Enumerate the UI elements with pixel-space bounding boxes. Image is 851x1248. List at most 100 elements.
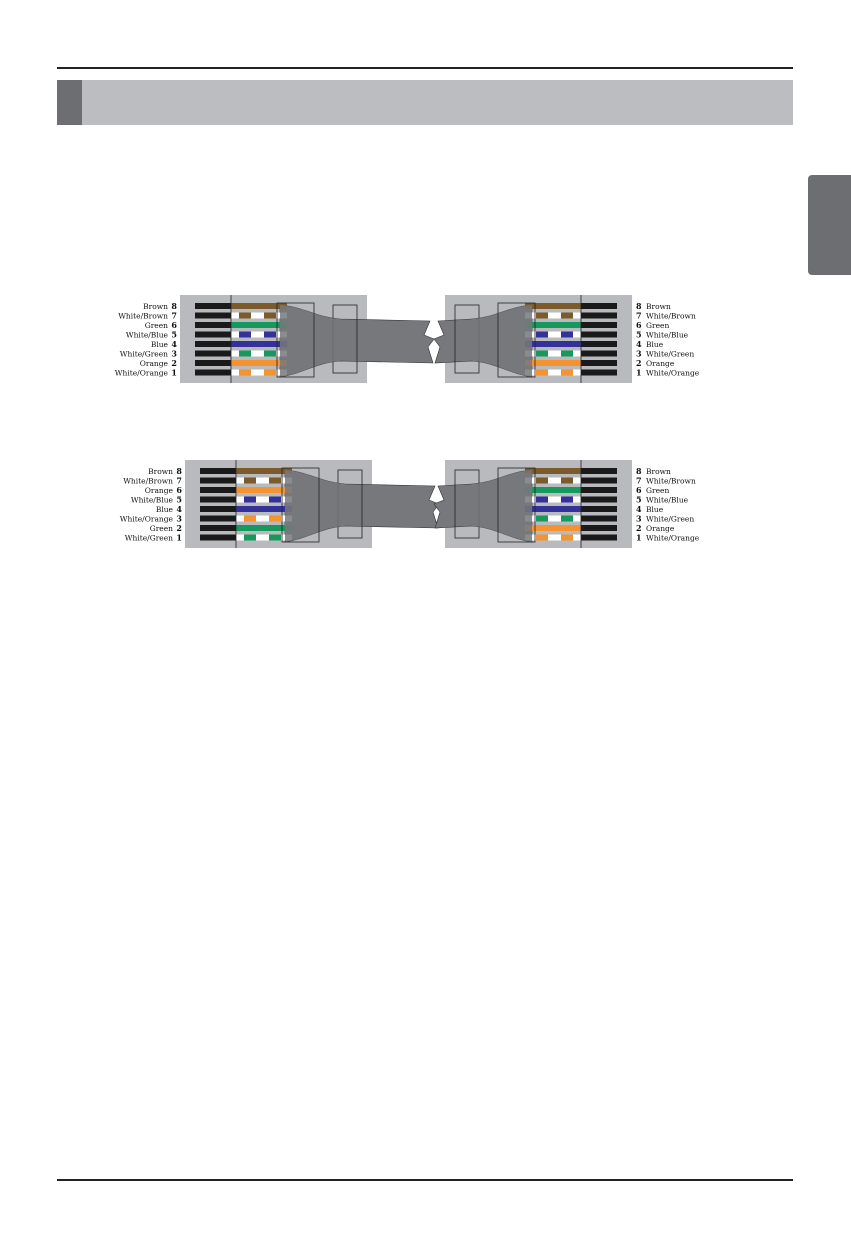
wire-label: Green — [150, 524, 173, 533]
pin-contact — [581, 534, 617, 541]
wire-label: White/Orange — [646, 534, 700, 543]
wire-stripe-brown — [561, 477, 573, 484]
wire-white — [525, 331, 581, 338]
pin-number: 5 — [176, 495, 182, 505]
wire-stripe-brown — [244, 477, 256, 484]
pin-contact — [581, 312, 617, 319]
pin-number: 2 — [171, 358, 177, 368]
wire-white — [525, 515, 581, 522]
pin-contact — [581, 468, 617, 474]
pin-contact — [581, 360, 617, 366]
pin-contact — [581, 341, 617, 347]
boot-outline — [497, 467, 536, 543]
pin-number: 7 — [176, 476, 182, 486]
right-connector — [433, 460, 632, 548]
wire-label: White/Brown — [123, 477, 173, 486]
pin-number: 1 — [171, 368, 177, 378]
left-connector — [180, 295, 435, 383]
wire-label: Brown — [143, 302, 168, 311]
wire-stripe-brown — [239, 312, 251, 319]
wire-label: White/Brown — [118, 312, 168, 321]
wire-stripe-brown — [269, 477, 281, 484]
pin-number: 1 — [636, 533, 642, 543]
side-tab — [808, 175, 851, 275]
straight-cable-diagram: 8Brown7White/Brown6Green5White/Blue4Blue… — [115, 295, 700, 383]
pin-contact — [581, 322, 617, 328]
wire-label: White/Blue — [646, 331, 689, 340]
top-rule — [57, 67, 793, 69]
wire-white — [236, 496, 292, 503]
wire-label: Brown — [646, 302, 671, 311]
wire-green — [231, 322, 287, 328]
wire-label: Blue — [156, 505, 174, 514]
wire-stripe-blue — [269, 496, 281, 503]
wire-stripe-green — [536, 350, 548, 357]
pin-number: 3 — [636, 514, 642, 524]
wire-stripe-brown — [536, 477, 548, 484]
wire-blue — [525, 506, 581, 512]
wire-blue — [236, 506, 292, 512]
wire-label: White/Brown — [646, 312, 696, 321]
pin-contact — [581, 506, 617, 512]
wire-stripe-brown — [536, 312, 548, 319]
pin-contact — [581, 496, 617, 503]
wire-stripe-orange — [536, 369, 548, 376]
pin-contact — [581, 525, 617, 531]
pin-number: 6 — [171, 320, 177, 330]
wire-stripe-green — [239, 350, 251, 357]
pin-contact — [195, 360, 231, 366]
pin-number: 4 — [176, 504, 182, 514]
wire-label: White/Orange — [646, 369, 700, 378]
pin-contact — [581, 303, 617, 309]
pin-contact — [195, 331, 231, 338]
pin-number: 1 — [176, 533, 182, 543]
wire-white — [525, 534, 581, 541]
wire-stripe-blue — [239, 331, 251, 338]
pin-contact — [195, 303, 231, 309]
crossover-cable-diagram: 8Brown7White/Brown6Orange5White/Blue4Blu… — [120, 460, 700, 548]
wire-stripe-blue — [536, 331, 548, 338]
right-connector — [433, 295, 632, 383]
boot-outline — [497, 302, 536, 378]
left-connector — [185, 460, 440, 548]
wire-label: White/Blue — [126, 331, 169, 340]
wire-label: White/Green — [646, 350, 694, 359]
wire-label: Green — [646, 321, 669, 330]
wire-label: Green — [145, 321, 168, 330]
pin-contact — [195, 369, 231, 376]
wire-stripe-blue — [561, 496, 573, 503]
wire-brown — [525, 303, 581, 309]
wire-stripe-green — [561, 515, 573, 522]
pin-number: 8 — [636, 466, 642, 476]
pin-number: 6 — [636, 320, 642, 330]
pin-contact — [195, 322, 231, 328]
wire-stripe-orange — [561, 534, 573, 541]
wire-label: White/Green — [125, 534, 173, 543]
wire-label: Blue — [646, 505, 664, 514]
wire-label: Blue — [646, 340, 664, 349]
wire-label: White/Brown — [646, 477, 696, 486]
wire-stripe-orange — [244, 515, 256, 522]
pin-number: 3 — [176, 514, 182, 524]
wire-stripe-brown — [561, 312, 573, 319]
wire-brown — [231, 303, 287, 309]
wire-stripe-green — [264, 350, 276, 357]
pin-number: 4 — [171, 339, 177, 349]
wire-label: White/Blue — [131, 496, 174, 505]
pin-number: 6 — [176, 485, 182, 495]
wire-white — [525, 477, 581, 484]
boot-outline — [276, 302, 315, 378]
wire-label: White/Blue — [646, 496, 689, 505]
wire-label: Orange — [140, 359, 169, 368]
pin-contact — [200, 468, 236, 474]
pin-contact — [200, 506, 236, 512]
pin-number: 1 — [636, 368, 642, 378]
wire-orange — [231, 360, 287, 366]
wire-stripe-brown — [264, 312, 276, 319]
wire-stripe-blue — [244, 496, 256, 503]
wire-orange — [525, 525, 581, 531]
pin-number: 7 — [636, 476, 642, 486]
pin-number: 2 — [176, 523, 182, 533]
pin-contact — [581, 487, 617, 493]
pin-number: 4 — [636, 339, 642, 349]
